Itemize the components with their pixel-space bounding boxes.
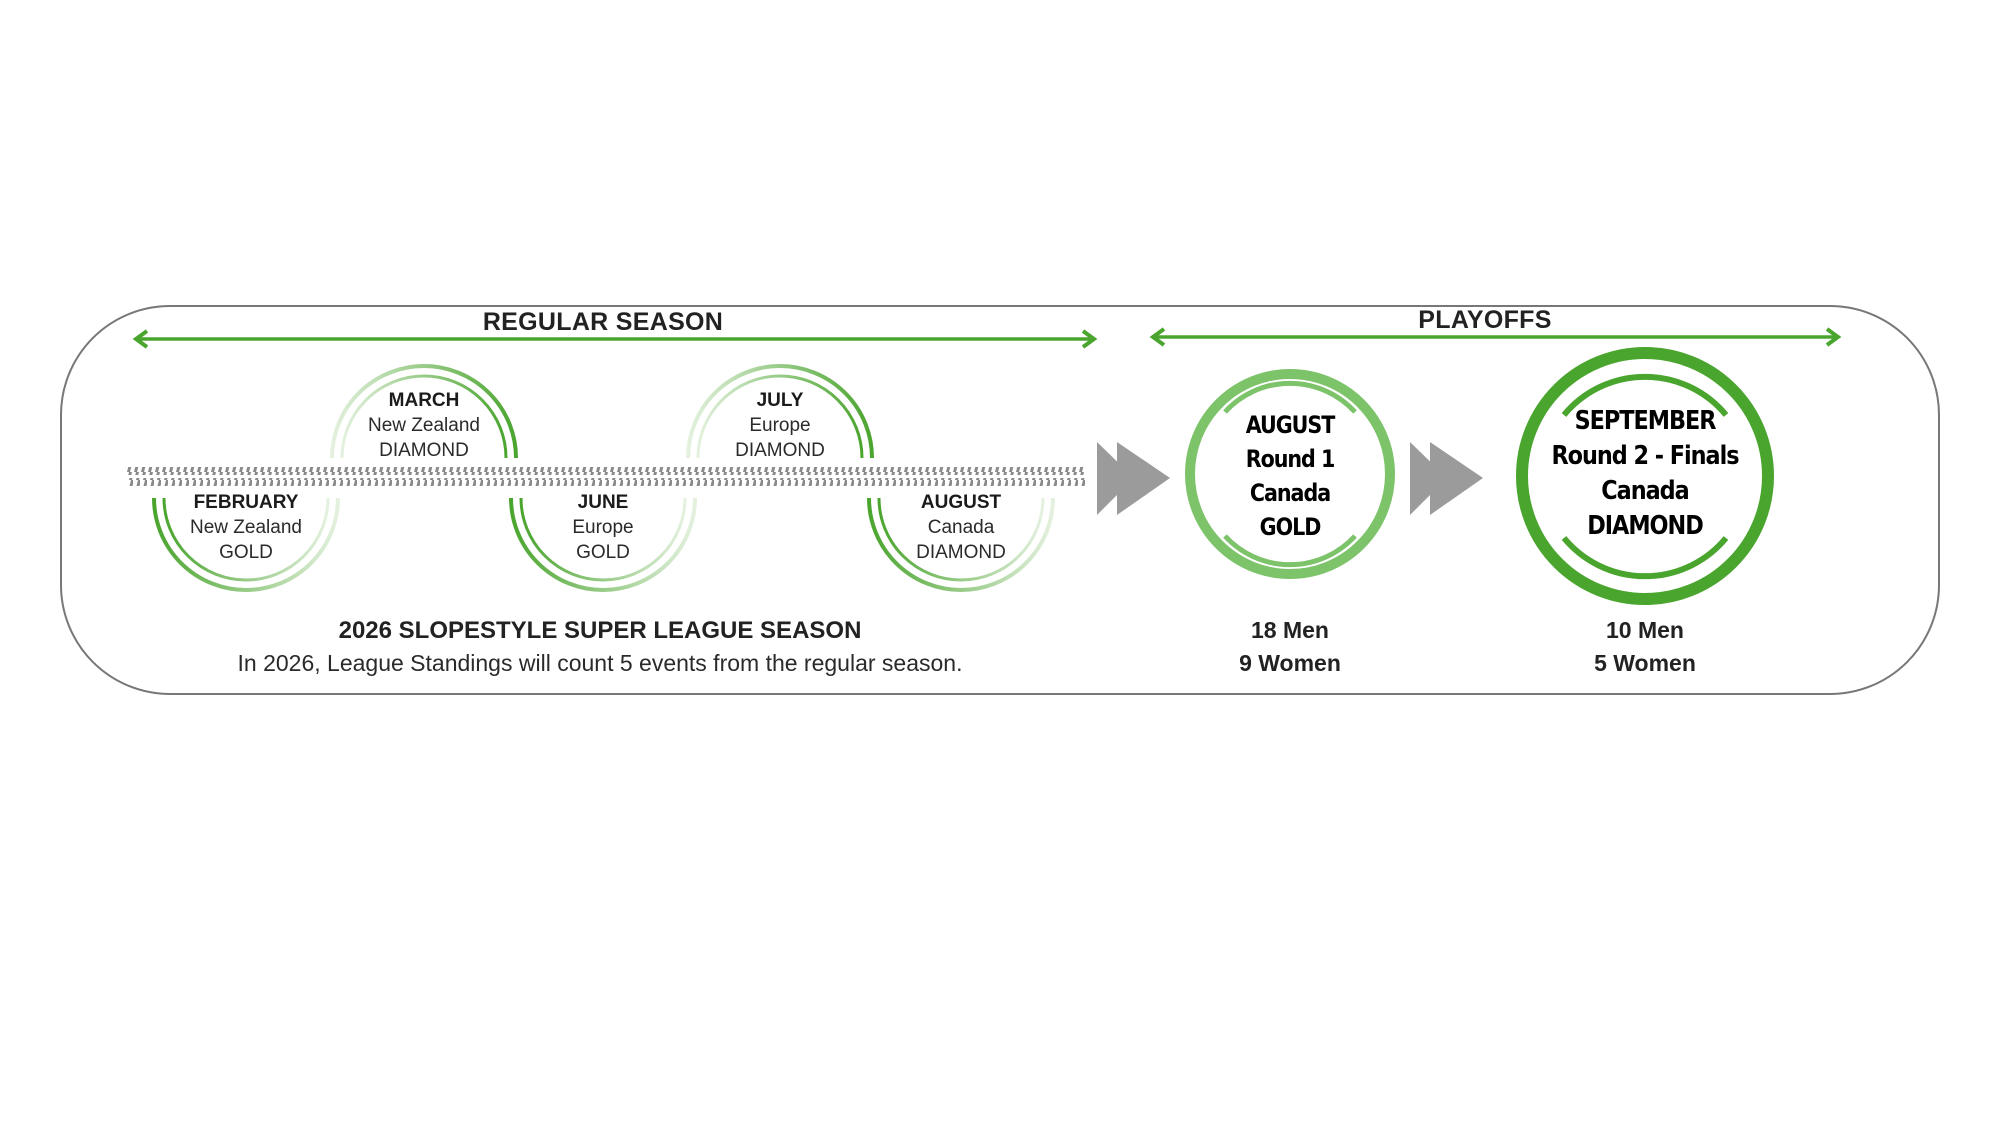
- event-arc-stroke: [686, 364, 874, 459]
- event-tier: GOLD: [576, 542, 630, 563]
- playoffs-label-text: PLAYOFFS: [1418, 306, 1552, 334]
- event-location: New Zealand: [368, 415, 480, 436]
- event-arc: [330, 364, 518, 459]
- event-location: Europe: [572, 517, 634, 538]
- men-count: 10 Men: [1606, 617, 1684, 643]
- fast-forward-icon: [1097, 442, 1170, 515]
- playoff-round: Round 2 - Finals: [1551, 441, 1739, 471]
- event-arc-stroke: [162, 497, 330, 582]
- playoff-month: AUGUST: [1245, 411, 1336, 439]
- finals-participants: 10 Men 5 Women: [1545, 614, 1745, 680]
- event-arc: [509, 497, 697, 592]
- event-month: JULY: [756, 390, 804, 411]
- diagram-frame: [60, 305, 1940, 695]
- fast-forward-icon: [1410, 442, 1483, 515]
- women-count: 9 Women: [1239, 650, 1341, 676]
- playoff-location: Canada: [1601, 476, 1689, 506]
- women-count: 5 Women: [1594, 650, 1696, 676]
- event-arc-stroke: [340, 374, 508, 459]
- round-1-participants: 18 Men 9 Women: [1190, 614, 1390, 680]
- event-arc: [686, 364, 874, 459]
- playoff-location: Canada: [1249, 479, 1331, 507]
- event-arc-stroke: [877, 497, 1045, 582]
- event-month: AUGUST: [920, 492, 1002, 513]
- event-month: FEBRUARY: [193, 492, 299, 513]
- regular-season-label-text: REGULAR SEASON: [482, 308, 724, 336]
- season-note: In 2026, League Standings will count 5 e…: [237, 650, 963, 676]
- event-arc: [867, 497, 1055, 592]
- event-arc-stroke: [509, 497, 697, 592]
- event-arc-stroke: [696, 374, 864, 459]
- men-count: 18 Men: [1251, 617, 1329, 643]
- regular-season-arrow: [132, 329, 1098, 349]
- playoff-tier: DIAMOND: [1587, 511, 1704, 541]
- playoff-round-1-circle: [1185, 369, 1395, 579]
- dashed-track-line: [126, 467, 1086, 486]
- event-arc-stroke: [867, 497, 1055, 592]
- event-arc-stroke: [519, 497, 687, 582]
- event-location: Canada: [927, 517, 995, 538]
- playoff-round: Round 1: [1245, 445, 1336, 473]
- event-month: MARCH: [388, 390, 460, 411]
- playoff-month: SEPTEMBER: [1574, 406, 1717, 436]
- playoffs-arrow: [1149, 327, 1842, 347]
- event-arc-stroke: [152, 497, 340, 592]
- event-tier: DIAMOND: [916, 542, 1006, 563]
- season-title: 2026 SLOPESTYLE SUPER LEAGUE SEASON: [338, 617, 862, 644]
- playoff-finals-circle: [1516, 347, 1774, 605]
- event-location: New Zealand: [190, 517, 302, 538]
- event-month: JUNE: [577, 492, 629, 513]
- event-tier: DIAMOND: [735, 440, 825, 461]
- playoff-finals-text: SEPTEMBER Round 2 - Finals Canada DIAMON…: [1525, 404, 1766, 544]
- event-arc-stroke: [330, 364, 518, 459]
- playoff-round-1-text: AUGUST Round 1 Canada GOLD: [1204, 408, 1376, 544]
- event-arc: [152, 497, 340, 592]
- playoff-tier: GOLD: [1259, 513, 1322, 541]
- event-tier: DIAMOND: [379, 440, 469, 461]
- event-tier: GOLD: [219, 542, 273, 563]
- event-location: Europe: [749, 415, 811, 436]
